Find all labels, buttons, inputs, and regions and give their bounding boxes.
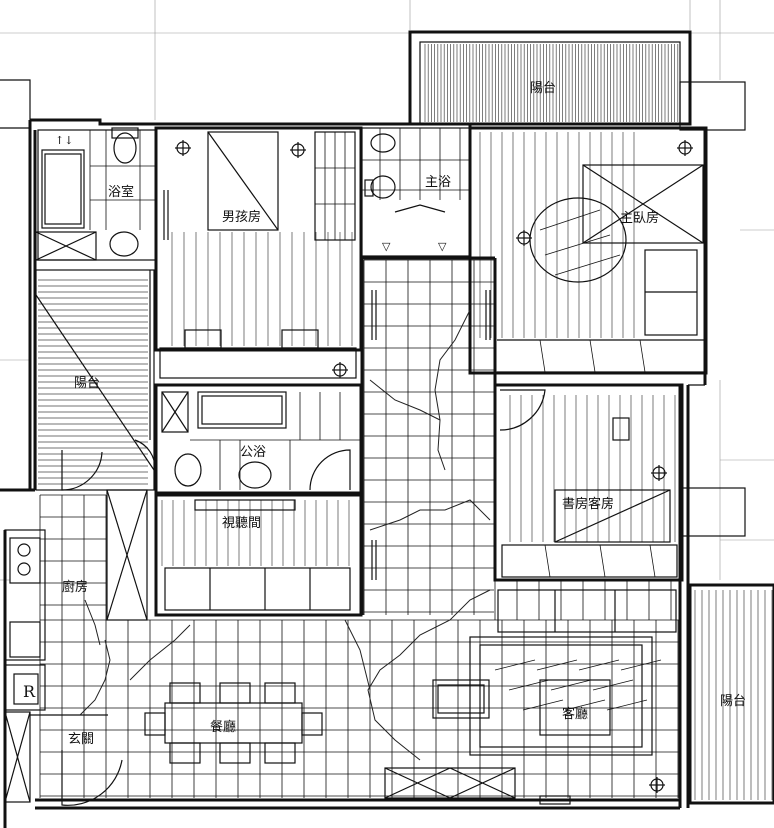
balcony-top-area [408,30,746,131]
marble-veins [79,309,491,761]
label-mens-bedroom: 男孩房 [222,209,261,225]
label-av-room: 視聽間 [222,516,261,531]
label-bathroom-left: 浴室 [108,184,134,200]
fridge-mark: R [23,682,36,701]
mens-bedroom [154,126,363,379]
kitchen [4,450,148,661]
label-dining: 餐廳 [210,719,236,735]
master-bedroom [468,126,708,375]
label-balcony-top: 陽台 [530,81,556,96]
label-master-bedroom: 主臥房 [620,210,659,226]
balcony-left [35,269,155,491]
av-room [154,493,363,617]
label-living: 客廳 [562,706,588,722]
svg-text:▽: ▽ [438,240,447,253]
label-kitchen: 廚房 [62,579,88,595]
label-public-bath: 公浴 [240,445,266,460]
label-entrance: 玄關 [68,732,94,747]
svg-text:▽: ▽ [382,240,391,253]
label-balcony-right: 陽台 [720,694,746,709]
study-room [493,383,746,582]
public-bath [134,362,363,495]
entrance [4,664,123,806]
master-bath: ▽ ▽ [361,127,471,257]
corridor [360,256,497,615]
balcony-right [688,583,774,805]
label-balcony-left: 陽台 [74,376,100,391]
label-master-bath: 主浴 [425,175,451,190]
bathroom-left: ↑↓ [35,127,157,261]
room-labels: 陽台 浴室 男孩房 主浴 主臥房 陽台 公浴 視聽間 書房客房 廚房 餐廳 客廳… [23,81,746,747]
living-furniture [384,589,677,805]
svg-text:↑↓: ↑↓ [55,134,73,147]
grid-lines [0,0,774,581]
label-study-room: 書房客房 [562,496,614,512]
main-floor-tiles [39,259,680,798]
dining-table [144,682,323,764]
